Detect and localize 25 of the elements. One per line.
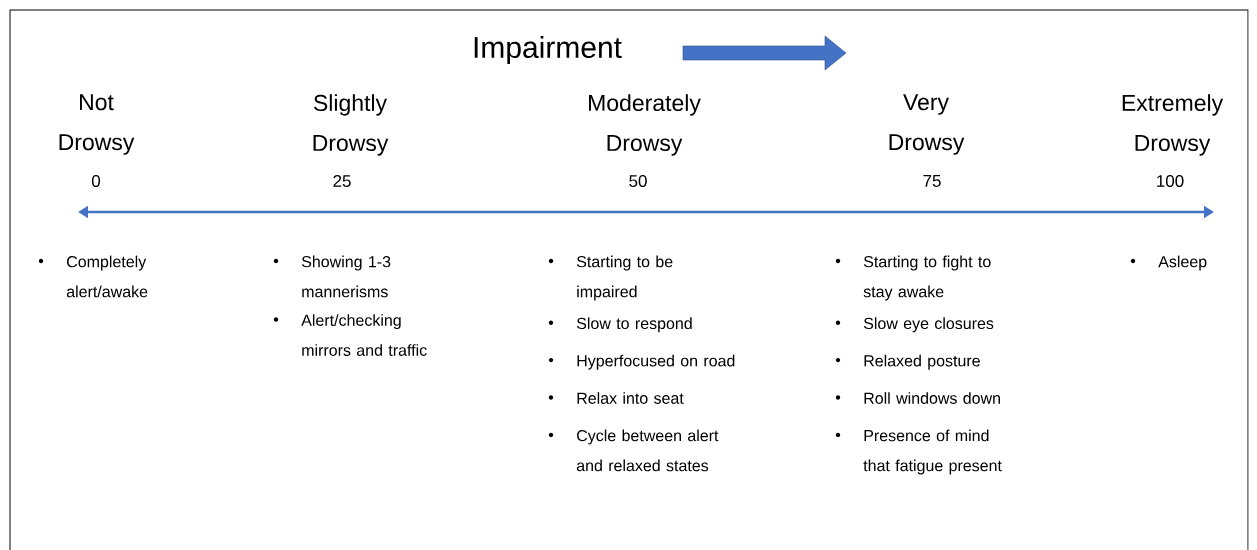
scale-value: 25 — [333, 175, 351, 187]
bullet-item: Slow to respond — [548, 317, 692, 333]
bullet-item: Showing 1-3 mannerisms — [273, 255, 391, 298]
bullet-item: Relax into seat — [548, 392, 684, 404]
scale-value: 0 — [91, 175, 101, 187]
bullet-item: Alert/checking mirrors and traffic — [273, 314, 427, 356]
scale-value: 75 — [923, 175, 941, 187]
level-heading: Very Drowsy — [889, 94, 965, 155]
scale-value: 100 — [1157, 175, 1184, 187]
bullet-item: Cycle between alert and relaxed states — [548, 429, 719, 472]
bullet-item: Slow eye closures — [835, 317, 994, 333]
bullet-item: Roll windows down — [835, 392, 1000, 404]
level-heading: Not Drowsy — [59, 94, 135, 155]
title: Impairment — [474, 36, 622, 64]
bullet-item: Hyperfocused on road — [548, 354, 735, 370]
level-heading: Slightly Drowsy — [313, 94, 389, 156]
bullet-item: Asleep — [1130, 255, 1207, 271]
scale-value: 50 — [629, 175, 647, 187]
level-heading: Moderately Drowsy — [589, 94, 701, 156]
level-heading: Extremely Drowsy — [1122, 94, 1224, 156]
bullet-item: Starting to fight to stay awake — [835, 255, 991, 301]
bullet-item: Completely alert/awake — [38, 255, 148, 298]
bullet-item: Starting to be impaired — [548, 255, 673, 301]
bullet-item: Relaxed posture — [835, 354, 980, 370]
bullet-item: Presence of mind that fatigue present — [835, 429, 1002, 475]
